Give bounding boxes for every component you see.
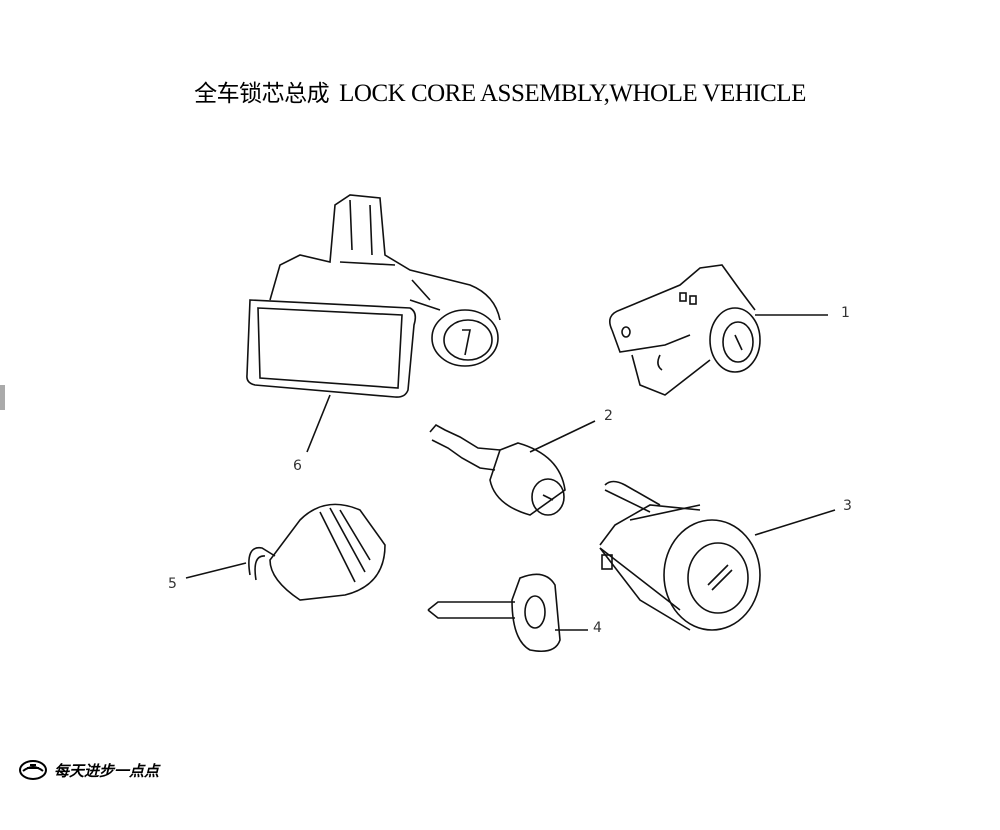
part-4-key bbox=[427, 573, 561, 653]
svg-text:每天进步一点点: 每天进步一点点 bbox=[54, 762, 161, 780]
part-2-lock-cylinder bbox=[429, 423, 566, 516]
callout-2: 2 bbox=[604, 408, 613, 424]
part-1-door-lock bbox=[609, 264, 761, 396]
leader-line-3 bbox=[754, 509, 836, 536]
leader-line-5 bbox=[185, 562, 247, 579]
part-6-trunk-lock bbox=[246, 194, 501, 398]
callout-3: 3 bbox=[843, 498, 852, 514]
part-3-ignition-lock bbox=[599, 480, 761, 631]
callout-6: 6 bbox=[293, 458, 302, 474]
title-english: LOCK CORE ASSEMBLY,WHOLE VEHICLE bbox=[339, 80, 806, 107]
callout-5: 5 bbox=[168, 576, 177, 592]
part-5-lock-housing bbox=[248, 503, 386, 601]
callout-1: 1 bbox=[841, 305, 850, 321]
leader-line-2 bbox=[529, 420, 596, 453]
callout-4: 4 bbox=[593, 620, 602, 636]
leader-line-6 bbox=[306, 394, 331, 453]
title-chinese: 全车锁芯总成 bbox=[194, 81, 330, 107]
page-title: 全车锁芯总成 LOCK CORE ASSEMBLY,WHOLE VEHICLE bbox=[0, 74, 1000, 108]
edge-marker bbox=[0, 385, 5, 410]
brand-logo: 每天进步一点点 bbox=[19, 760, 161, 780]
